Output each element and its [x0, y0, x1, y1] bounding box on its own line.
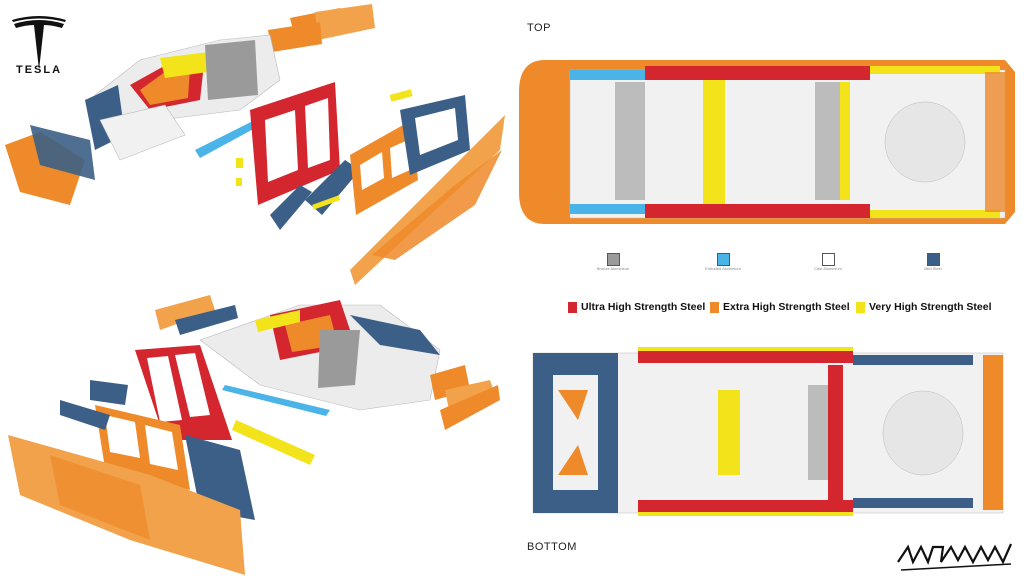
legend-label-uhss: Ultra High Strength Steel: [581, 301, 706, 313]
legend-small-label: Bronze Aluminium: [596, 266, 630, 271]
material-legend-main: Ultra High Strength Steel Extra High Str…: [568, 301, 1008, 319]
tesla-logo-icon: [12, 16, 66, 70]
legend-item-uhss: Ultra High Strength Steel: [568, 301, 705, 313]
legend-label-ehss: Extra High Strength Steel: [723, 301, 850, 313]
signature-logo-icon: [897, 543, 1013, 571]
legend-small-label: Cast Aluminium: [814, 266, 842, 271]
legend-item-vhss: Very High Strength Steel: [856, 301, 992, 313]
bottom-plan-view: [532, 347, 1004, 516]
exploded-view-upper: [5, 4, 505, 285]
legend-small-item-0: Bronze Aluminium: [578, 253, 648, 271]
legend-small-item-1: Extruded Aluminium: [688, 253, 758, 271]
legend-small-swatch: [606, 253, 620, 266]
material-legend-small: Bronze Aluminium Extruded Aluminium Cast…: [578, 253, 978, 283]
view-label-top: TOP: [527, 22, 551, 34]
legend-small-item-2: Cast Aluminium: [793, 253, 863, 271]
legend-item-ehss: Extra High Strength Steel: [710, 301, 850, 313]
legend-label-vhss: Very High Strength Steel: [869, 301, 992, 313]
legend-small-swatch: [716, 253, 730, 266]
legend-small-item-3: Mild Steel: [898, 253, 968, 271]
legend-swatch-ehss: [710, 301, 719, 313]
top-plan-view: [519, 60, 1015, 224]
legend-small-label: Mild Steel: [924, 266, 942, 271]
legend-small-label: Extruded Aluminium: [705, 266, 741, 271]
tesla-wordmark: TESLA: [15, 64, 63, 76]
legend-swatch-vhss: [856, 301, 865, 313]
cybertruck-signature: [893, 532, 1018, 577]
exploded-view-lower: [8, 295, 500, 575]
legend-small-swatch: [926, 253, 940, 266]
view-label-bottom: BOTTOM: [527, 541, 577, 553]
legend-swatch-uhss: [568, 301, 577, 313]
legend-small-swatch: [821, 253, 835, 266]
